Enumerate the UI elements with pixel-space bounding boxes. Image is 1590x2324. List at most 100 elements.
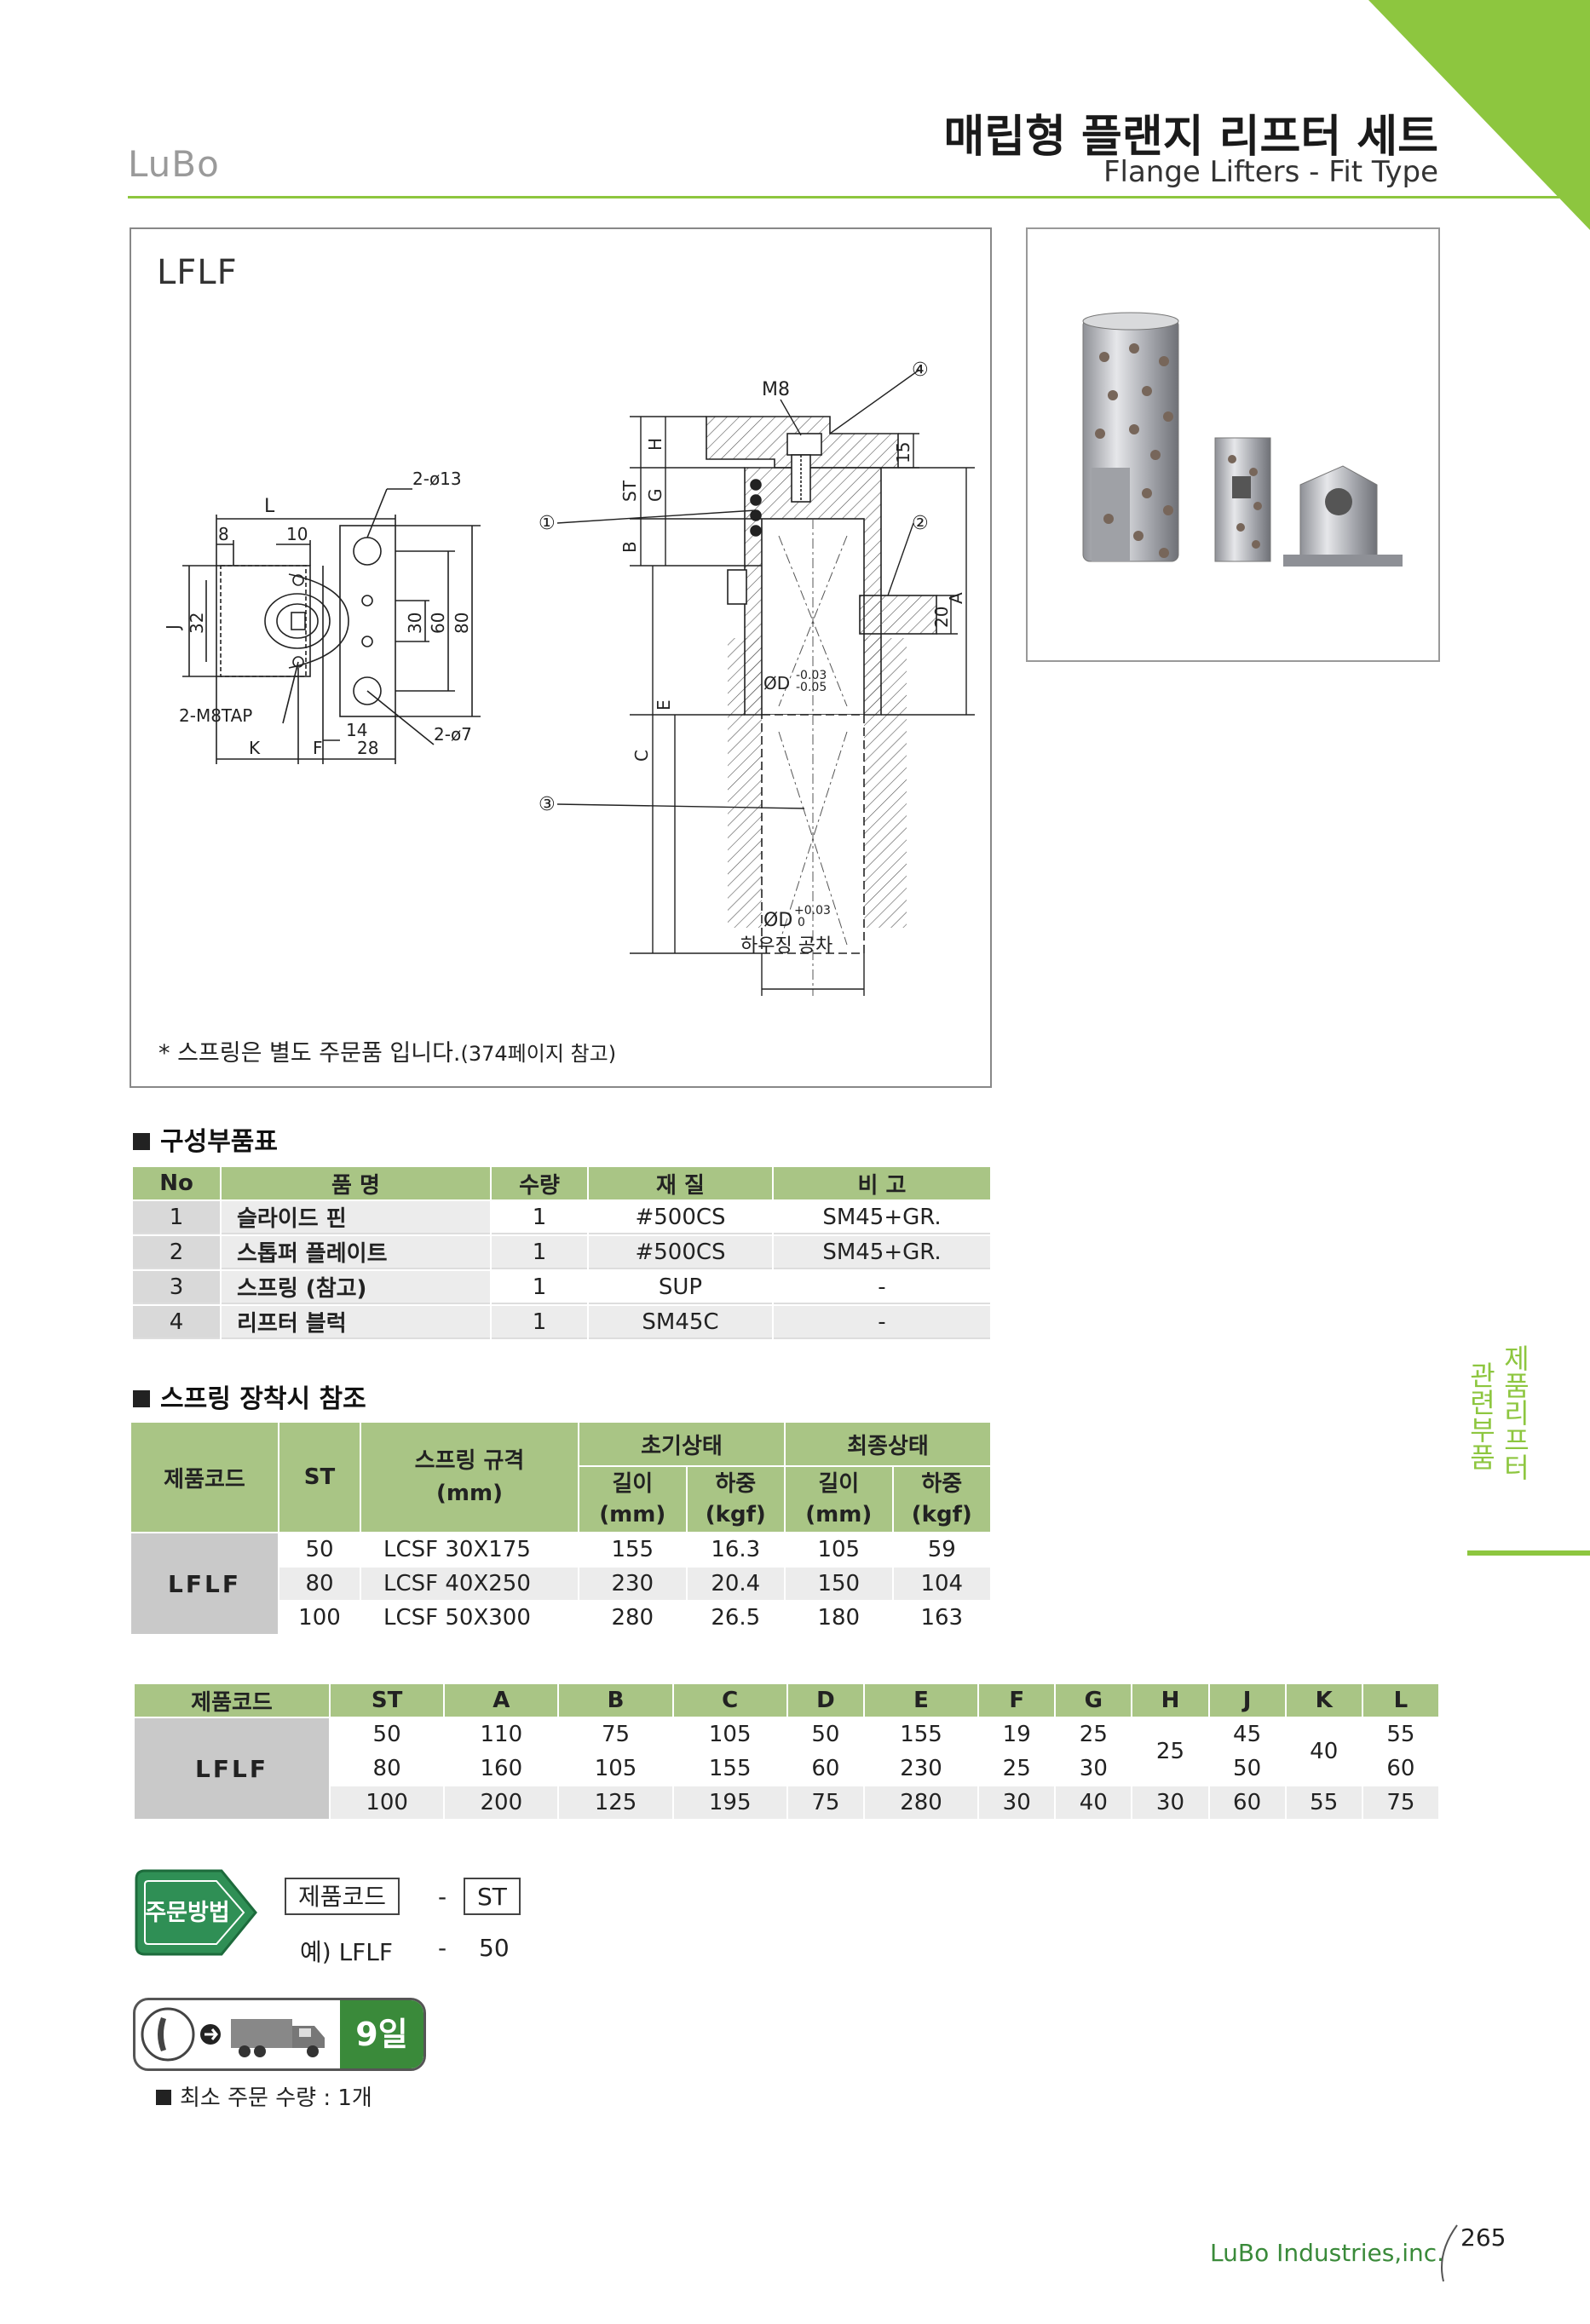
dim-30: 30: [405, 613, 425, 634]
cell: 50: [787, 1718, 863, 1751]
dim-20: 20: [931, 607, 952, 628]
cell: 110: [445, 1718, 558, 1751]
cell: 40: [1056, 1786, 1132, 1819]
cell: 스프링 (참고): [222, 1271, 490, 1304]
length-unit: (mm): [599, 1502, 666, 1527]
dim-E: E: [654, 699, 674, 710]
col-st: ST: [279, 1423, 360, 1532]
dim-ST: ST: [619, 480, 640, 502]
col-G: G: [1056, 1684, 1132, 1717]
footer-company: LuBo Industries,inc.: [1210, 2239, 1445, 2267]
cell: SM45+GR.: [774, 1201, 990, 1234]
cell: 45: [1209, 1718, 1285, 1751]
dim-G: G: [645, 489, 665, 503]
cell: 80: [279, 1568, 360, 1600]
cell: 105: [559, 1752, 672, 1785]
cell: 60: [1209, 1786, 1285, 1819]
dim-F: F: [313, 738, 323, 758]
note-ref: (374페이지 참고): [460, 1042, 617, 1066]
table-row: 1 슬라이드 핀 1 #500CS SM45+GR.: [133, 1201, 990, 1234]
cell: 1: [492, 1271, 587, 1304]
length-unit: (mm): [805, 1502, 873, 1527]
dim-60: 60: [428, 613, 448, 634]
parts-section-title: 구성부품표: [133, 1120, 278, 1158]
col-material: 재 질: [589, 1167, 772, 1199]
cell: 2: [133, 1236, 220, 1269]
spring-section-label: 스프링 장착시 참조: [160, 1384, 366, 1414]
arrow-icon: [200, 2024, 221, 2045]
dim-8: 8: [218, 524, 229, 544]
callout-4: ④: [912, 360, 929, 381]
order-dash: -: [438, 1883, 447, 1911]
length-label: 길이: [612, 1471, 654, 1497]
page-title: 매립형 플랜지 리프터 세트: [943, 112, 1438, 163]
cell: 80: [331, 1752, 444, 1785]
col-qty: 수량: [492, 1167, 587, 1199]
cell: 75: [559, 1718, 672, 1751]
cell: 30: [1056, 1752, 1132, 1785]
dim-diameter-lower: ØD: [763, 910, 792, 931]
col-product-code: 제품코드: [135, 1684, 329, 1717]
spring-spec-unit: (mm): [436, 1481, 503, 1506]
cell: 180: [785, 1602, 892, 1634]
load-label: 하중: [921, 1471, 963, 1497]
col-F: F: [979, 1684, 1055, 1717]
cell: 155: [673, 1752, 786, 1785]
truck-icon: [231, 2019, 325, 2057]
title-divider: [128, 196, 1559, 198]
cell: 160: [445, 1752, 558, 1785]
dim-10: 10: [286, 524, 308, 544]
col-initial-length: 길이 (mm): [579, 1467, 686, 1532]
cell: 105: [785, 1533, 892, 1566]
dim-15: 15: [893, 442, 913, 463]
cell-merged: 25: [1132, 1718, 1208, 1785]
cell: 150: [785, 1568, 892, 1600]
cell: 1: [492, 1201, 587, 1234]
dim-14: 14: [346, 720, 367, 740]
load-unit: (kgf): [705, 1502, 766, 1527]
label-housing-tolerance: 하우징 공차: [740, 935, 832, 957]
page-number: 265: [1460, 2223, 1506, 2252]
order-badge-text: 주문방법: [145, 1900, 229, 1926]
cell: 230: [864, 1752, 978, 1785]
cell: 60: [1362, 1752, 1438, 1785]
cell: SUP: [589, 1271, 772, 1304]
order-example-dash: -: [438, 1934, 447, 1962]
cell: 30: [979, 1786, 1055, 1819]
col-A: A: [445, 1684, 558, 1717]
cell: 230: [579, 1568, 686, 1600]
cell-merged: 40: [1286, 1718, 1362, 1785]
brand-logo: LuBo: [128, 143, 220, 185]
dim-32: 32: [187, 613, 207, 634]
cell: SM45+GR.: [774, 1236, 990, 1269]
dimension-table: 제품코드 ST A B C D E F G H J K L LFLF 50 11…: [133, 1683, 1440, 1821]
col-L: L: [1362, 1684, 1438, 1717]
cell: 100: [279, 1602, 360, 1634]
cell: 슬라이드 핀: [222, 1201, 490, 1234]
cell: SM45C: [589, 1306, 772, 1339]
order-code-box: 제품코드: [285, 1878, 400, 1915]
cell: 104: [893, 1568, 990, 1600]
dim-C: C: [631, 750, 652, 762]
col-final-state: 최종상태: [785, 1423, 990, 1465]
cell: 75: [787, 1786, 863, 1819]
product-code-cell: LFLF: [135, 1718, 329, 1819]
dim-H: H: [645, 438, 665, 451]
cell: 50: [279, 1533, 360, 1566]
table-row: 80 160 105 155 60 230 25 30 50 60: [135, 1752, 1438, 1785]
cell: 리프터 블럭: [222, 1306, 490, 1339]
technical-drawing-panel: LFLF: [130, 227, 992, 1088]
tol-lower-hi: +0.03: [794, 904, 831, 918]
spring-spec-label: 스프링 규격: [414, 1448, 525, 1474]
col-final-load: 하중(kgf): [893, 1467, 990, 1532]
cell: -: [774, 1306, 990, 1339]
cell: 55: [1286, 1786, 1362, 1819]
cell: LCSF 40X250: [361, 1568, 578, 1600]
cell: 스톱퍼 플레이트: [222, 1236, 490, 1269]
order-example: 예) LFLF: [300, 1938, 393, 1966]
cell: 60: [787, 1752, 863, 1785]
cell: 25: [979, 1752, 1055, 1785]
product-photo-image: [1082, 312, 1403, 567]
table-subheader-row: 길이(mm) 하중(kgf) 길이(mm) 하중(kgf): [131, 1467, 990, 1532]
col-H: H: [1132, 1684, 1208, 1717]
